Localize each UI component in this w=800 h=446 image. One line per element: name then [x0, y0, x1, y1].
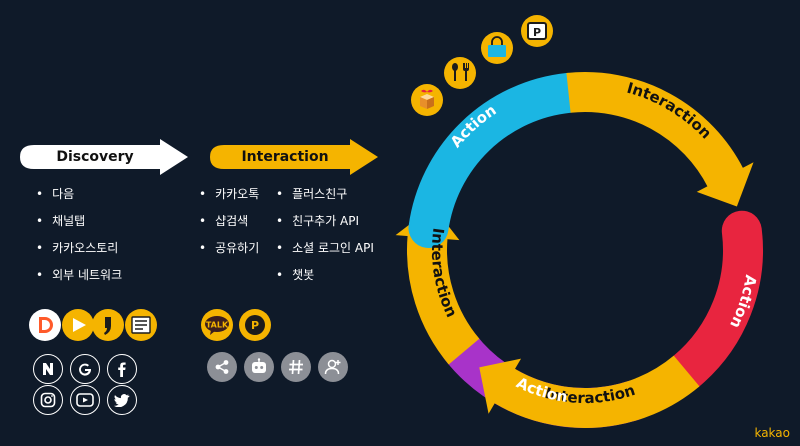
gift-icon: [411, 84, 443, 116]
list-item: 챗봇: [276, 262, 374, 289]
list-item: 외부 네트워크: [36, 262, 122, 289]
kakao-story-icon: [92, 309, 124, 341]
list-item: 카카오스토리: [36, 235, 122, 262]
cycle-arrowhead-1: [696, 162, 754, 207]
kakao-page-icon: [62, 309, 94, 341]
food-icon: [444, 57, 476, 89]
commerce-icons: P: [411, 15, 553, 116]
sharp-search-icon: [281, 352, 311, 382]
interaction-arrow: Interaction: [210, 139, 378, 175]
news-icon: [125, 309, 157, 341]
add-friend-icon: [318, 352, 348, 382]
discovery-list: 다음 채널탭 카카오스토리 외부 네트워크: [36, 181, 122, 289]
discovery-label: Discovery: [56, 149, 134, 165]
share-glyph: [215, 360, 229, 374]
talk-label: TALK: [206, 321, 229, 330]
shopping-icon: [481, 32, 513, 64]
interaction-list-left: 카카오톡 샵검색 공유하기: [199, 181, 259, 262]
list-item: 소셜 로그인 API: [276, 235, 374, 262]
interaction-app-icons: TALK P: [201, 309, 271, 341]
list-item: 친구추가 API: [276, 208, 374, 235]
facebook-glyph: [118, 362, 126, 377]
interaction-list-right: 플러스친구 친구추가 API 소셜 로그인 API 챗봇: [276, 181, 374, 289]
kakaopay-icon: P: [239, 309, 271, 341]
parking-icon: P: [521, 15, 553, 47]
twitter-icon: [107, 385, 137, 415]
cycle-segment-1: [566, 72, 744, 188]
kakao-logo: kakao: [754, 426, 790, 440]
instagram-glyph: [40, 392, 56, 408]
interaction-arrow-shape: [210, 139, 378, 175]
share-icon: [207, 352, 237, 382]
cycle-segment-3: [493, 355, 700, 428]
facebook-icon: [107, 354, 137, 384]
parking-letter: P: [533, 26, 541, 39]
youtube-icon: [70, 385, 100, 415]
daum-icon: [29, 309, 61, 341]
list-item: 플러스친구: [276, 181, 374, 208]
youtube-glyph: [76, 393, 94, 407]
naver-icon: [33, 354, 63, 384]
naver-glyph: [43, 363, 53, 375]
sharp-glyph: [289, 359, 303, 375]
list-item: 채널탭: [36, 208, 122, 235]
list-item: 샵검색: [199, 208, 259, 235]
list-item: 카카오톡: [199, 181, 259, 208]
discovery-arrow-shape: [20, 139, 188, 175]
kakaotalk-icon: TALK: [201, 309, 233, 341]
cycle-segment-0: [408, 72, 589, 248]
pay-label: P: [251, 319, 259, 332]
cycle-segment-2: [666, 210, 763, 391]
cycle-arrowhead-3: [479, 358, 522, 414]
google-icon: [70, 354, 100, 384]
discovery-app-icons: [29, 309, 157, 341]
instagram-icon: [33, 385, 63, 415]
google-glyph: [79, 363, 92, 376]
add-friend-glyph: [324, 359, 341, 375]
interaction-label: Interaction: [241, 149, 329, 165]
twitter-glyph: [114, 394, 130, 407]
chatbot-glyph: [252, 358, 266, 373]
list-item: 다음: [36, 181, 122, 208]
list-item: 공유하기: [199, 235, 259, 262]
discovery-arrow: Discovery: [20, 139, 188, 175]
chatbot-icon: [244, 352, 274, 382]
cycle-segment-5: [407, 234, 480, 365]
